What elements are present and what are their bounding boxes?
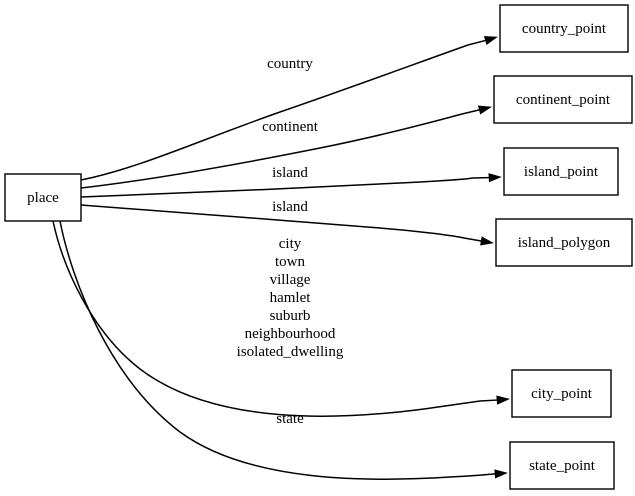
edge-connector-place-country_point xyxy=(467,39,486,46)
edge-path-place-state_point xyxy=(59,220,483,480)
nodes-layer: place country_point continent_point island_… xyxy=(4,4,633,490)
node-label-island_point: island_point xyxy=(524,164,599,180)
node-continent_point[interactable]: continent_point xyxy=(493,75,633,124)
edge-arrowhead-place-island_polygon xyxy=(480,236,494,246)
node-box-island_polygon[interactable] xyxy=(495,218,633,267)
edge-label-text-place-city_point-6: isolated_dwelling xyxy=(237,344,344,360)
node-state_point[interactable]: state_point xyxy=(509,441,615,490)
node-box-place[interactable] xyxy=(4,173,82,222)
node-label-island_polygon: island_polygon xyxy=(518,235,611,251)
node-box-island_point[interactable] xyxy=(503,147,619,196)
node-country_point[interactable]: country_point xyxy=(499,4,629,53)
edge-label-text-place-island_polygon-0: island xyxy=(272,199,308,215)
edge-label-place-country_point: country xyxy=(267,56,313,72)
node-island_polygon[interactable]: island_polygon xyxy=(495,218,633,267)
edge-place-city_point xyxy=(52,220,510,417)
edge-connector-place-continent_point xyxy=(461,109,480,115)
edge-label-place-island_point: island xyxy=(272,165,308,181)
edges-layer xyxy=(52,36,510,480)
edge-labels-layer: country continent island island city town vill… xyxy=(237,56,344,427)
edge-label-place-city_point: city town village hamlet suburb neighbourhood… xyxy=(237,236,344,360)
edge-label-text-place-city_point-2: village xyxy=(270,272,311,288)
edge-connector-place-island_polygon xyxy=(463,237,482,242)
edge-path-place-city_point xyxy=(52,220,481,417)
node-box-continent_point[interactable] xyxy=(493,75,633,124)
edge-place-state_point xyxy=(59,220,508,480)
edge-label-text-place-city_point-0: city xyxy=(279,236,302,252)
edge-arrowhead-place-state_point xyxy=(494,469,508,479)
node-box-country_point[interactable] xyxy=(499,4,629,53)
edge-label-text-place-city_point-3: hamlet xyxy=(270,290,312,306)
edge-arrowhead-place-continent_point xyxy=(477,105,492,115)
edge-label-text-place-city_point-5: neighbourhood xyxy=(245,326,336,342)
edge-label-place-island_polygon: island xyxy=(272,199,308,215)
edge-path-place-country_point xyxy=(80,44,469,181)
edge-label-text-place-continent_point-0: continent xyxy=(262,119,319,135)
edge-label-text-place-city_point-1: town xyxy=(275,254,306,270)
edge-place-island_point xyxy=(80,173,502,198)
edge-label-text-place-country_point-0: country xyxy=(267,56,313,72)
edge-connector-place-city_point xyxy=(479,399,498,402)
node-label-place: place xyxy=(27,190,59,206)
edge-path-place-island_polygon xyxy=(80,204,465,239)
node-box-state_point[interactable] xyxy=(509,441,615,490)
node-label-country_point: country_point xyxy=(522,21,607,37)
edge-place-country_point xyxy=(80,36,498,181)
node-label-city_point: city_point xyxy=(531,386,593,402)
node-island_point[interactable]: island_point xyxy=(503,147,619,196)
node-label-state_point: state_point xyxy=(529,458,596,474)
node-label-continent_point: continent_point xyxy=(516,92,611,108)
node-city_point[interactable]: city_point xyxy=(511,369,612,418)
edge-label-place-continent_point: continent xyxy=(262,119,319,135)
edge-place-island_polygon xyxy=(80,204,494,246)
edge-arrowhead-place-country_point xyxy=(483,36,498,45)
edge-arrowhead-place-island_point xyxy=(488,173,502,183)
edge-label-text-place-island_point-0: island xyxy=(272,165,308,181)
edge-path-place-island_point xyxy=(80,177,473,198)
node-box-city_point[interactable] xyxy=(511,369,612,418)
edge-label-text-place-city_point-4: suburb xyxy=(270,308,311,324)
edge-label-place-state_point: state xyxy=(276,411,304,427)
edge-label-text-place-state_point-0: state xyxy=(276,411,304,427)
edge-path-place-continent_point xyxy=(80,113,463,189)
edge-arrowhead-place-city_point xyxy=(496,395,510,405)
edge-place-continent_point xyxy=(80,105,492,189)
node-place[interactable]: place xyxy=(4,173,82,222)
edge-connector-place-state_point xyxy=(481,473,496,476)
